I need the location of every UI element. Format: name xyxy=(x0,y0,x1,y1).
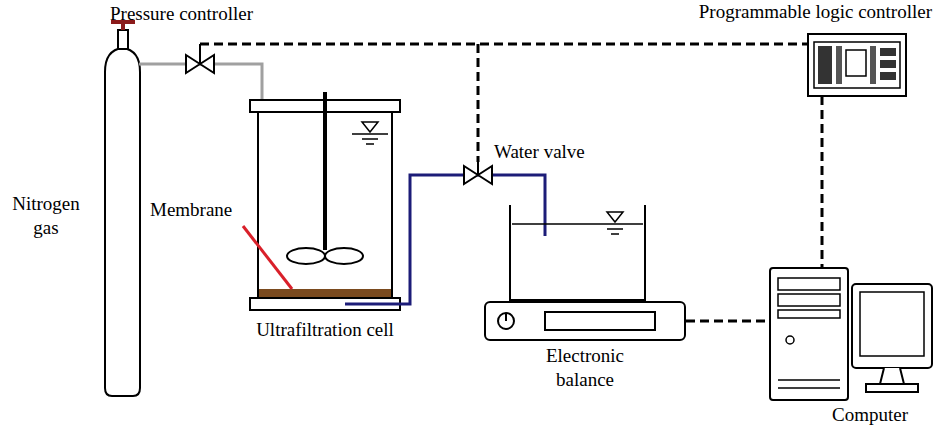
equipment-label: Computer xyxy=(832,403,908,427)
equipment-label: Pressure controller xyxy=(110,2,253,26)
equipment-label: Ultrafiltration cell xyxy=(256,318,394,342)
equipment-label: Electronic balance xyxy=(530,344,640,392)
equipment-label: Membrane xyxy=(150,198,232,222)
equipment-label: Programmable logic controller xyxy=(699,0,932,24)
equipment-label: Nitrogen gas xyxy=(4,192,88,240)
equipment-label: Water valve xyxy=(494,140,585,164)
